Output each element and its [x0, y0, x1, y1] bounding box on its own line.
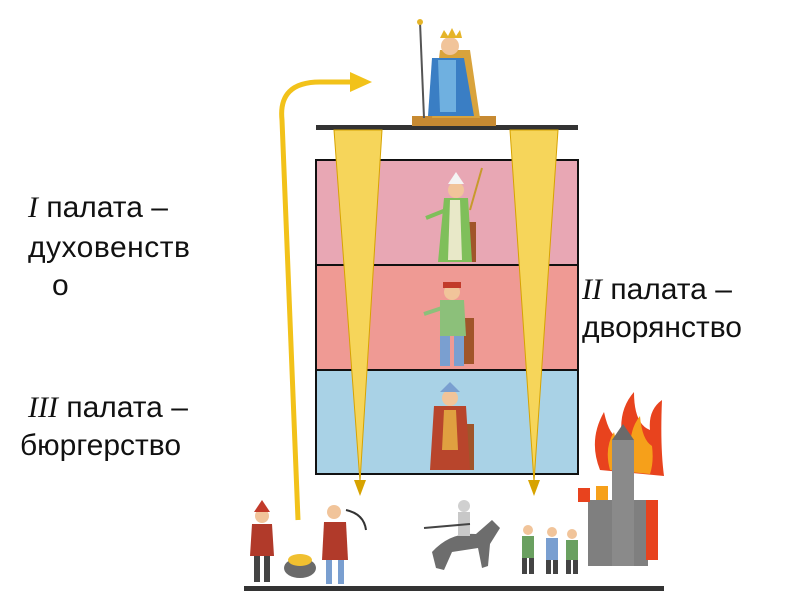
label-first-chamber-line2: духовенств	[28, 231, 191, 264]
peasant-figure	[322, 505, 367, 584]
burgher-figure	[430, 382, 474, 470]
label-third-chamber-line2: бюргерство	[20, 429, 182, 462]
side-arrow	[279, 79, 352, 521]
coin-pile	[284, 554, 316, 578]
label-second-chamber: II палата –	[582, 272, 732, 308]
label-first-text: палата –	[38, 191, 168, 224]
clergy-figure	[425, 167, 483, 262]
knight-on-horse	[423, 500, 500, 570]
label-first-numeral: I	[28, 191, 38, 224]
label-first-chamber: I палата –	[28, 190, 168, 226]
arrow-wedge-left	[333, 129, 383, 496]
king-figure	[412, 19, 496, 126]
label-first-chamber-line3: о	[52, 269, 69, 302]
label-third-chamber: III палата –	[28, 390, 188, 426]
label-second-numeral: II	[582, 273, 602, 306]
peasants-group	[522, 525, 578, 574]
label-third-text: палата –	[57, 391, 188, 424]
arrow-wedge-right	[509, 129, 559, 496]
noble-figure	[423, 282, 474, 366]
side-arrow-head	[350, 72, 372, 92]
label-second-text: палата –	[601, 273, 732, 306]
label-third-numeral: III	[28, 391, 58, 424]
ground-line	[244, 586, 664, 591]
merchant-figure	[250, 500, 274, 582]
label-second-chamber-line2: дворянство	[582, 311, 742, 344]
burning-castle	[578, 392, 664, 566]
king-platform	[316, 125, 578, 130]
